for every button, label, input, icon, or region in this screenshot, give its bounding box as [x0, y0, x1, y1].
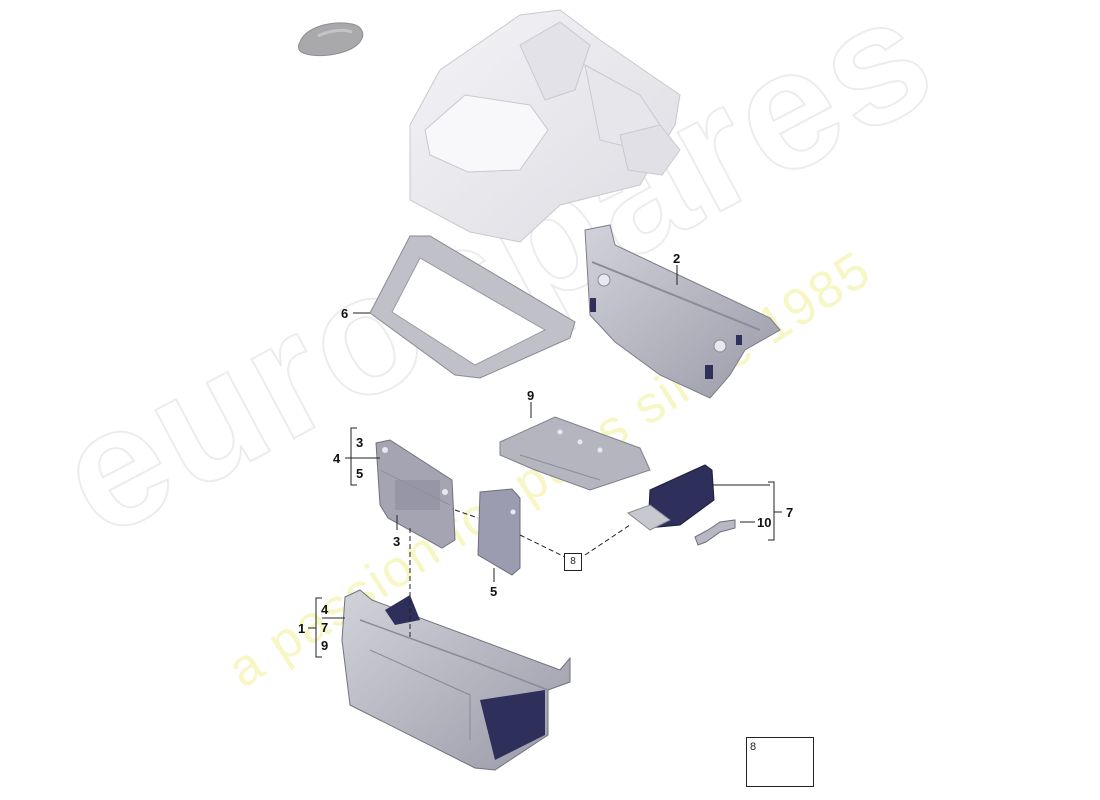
part-5-side-panel	[477, 488, 521, 576]
callout-2[interactable]: 2	[673, 251, 681, 266]
callout-3[interactable]: 3	[393, 534, 401, 549]
bracket-1-item-9[interactable]: 9	[321, 638, 329, 653]
callout-5[interactable]: 5	[490, 584, 498, 599]
part-7-bracket	[626, 464, 715, 531]
legend-box-8: 8	[746, 737, 814, 787]
callout-10[interactable]: 10	[757, 515, 772, 530]
part-1-floor-assembly	[341, 589, 571, 771]
bracket-1-item-4[interactable]: 4	[321, 602, 329, 617]
callout-7[interactable]: 7	[786, 505, 794, 520]
callout-9[interactable]: 9	[527, 388, 535, 403]
bracket-4-item-3[interactable]: 3	[356, 435, 364, 450]
part-9-floor-plate	[499, 416, 651, 491]
callout-6[interactable]: 6	[341, 306, 349, 321]
legend-label: 8	[750, 741, 757, 753]
callout-1[interactable]: 1	[298, 621, 306, 636]
part-2-cross-member	[584, 224, 781, 399]
callout-4[interactable]: 4	[333, 451, 341, 466]
context-body-structure	[409, 9, 681, 243]
part-3-bulkhead-panel	[375, 439, 456, 549]
part-6-frame-panel	[369, 235, 576, 379]
reference-box-8[interactable]: 8	[564, 553, 582, 571]
car-silhouette-icon	[297, 22, 364, 56]
part-10-clip	[694, 519, 736, 546]
bracket-1-item-7[interactable]: 7	[321, 620, 329, 635]
leader-lines	[308, 265, 782, 658]
bracket-4-item-5[interactable]: 5	[356, 466, 364, 481]
